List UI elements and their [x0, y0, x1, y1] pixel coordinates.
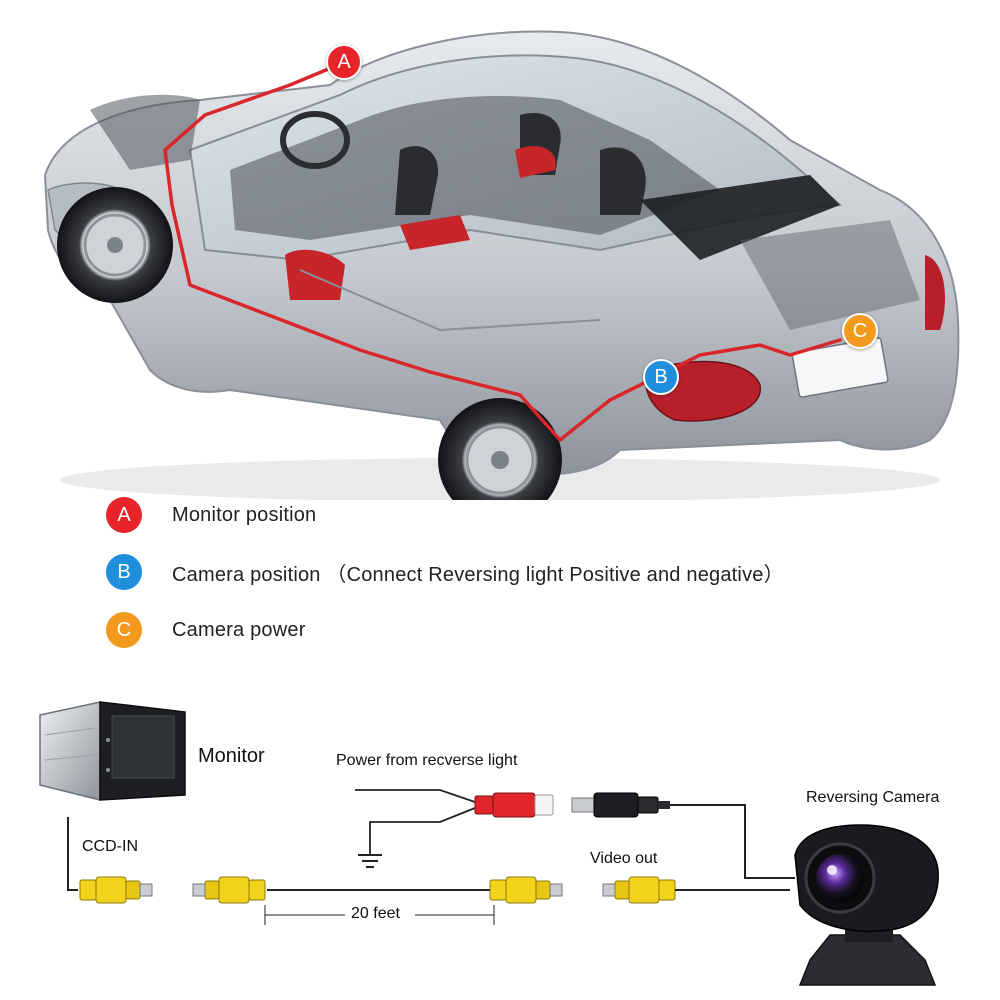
power-wire-positive: [355, 789, 476, 803]
door-line: [299, 269, 601, 332]
ccd-in-cable: [67, 817, 78, 891]
length-dimension: [264, 905, 495, 925]
car-interior: [230, 96, 720, 240]
rca-connector-camera-end: [602, 876, 676, 904]
legend-letter-a: A: [117, 503, 131, 526]
power-source-label: Power from recverse light: [336, 752, 518, 769]
legend-badge-b: B: [106, 554, 142, 590]
ccd-in-label: CCD-IN: [82, 838, 138, 855]
legend-letter-b: B: [117, 560, 131, 583]
power-connector-red: [474, 792, 554, 818]
reversing-camera-label: Reversing Camera: [806, 789, 940, 806]
legend-item-a: A Monitor position: [106, 495, 316, 535]
engine-bay: [90, 94, 200, 170]
car-seats: [285, 113, 646, 300]
rear-wheel: [438, 398, 562, 500]
license-plate: [791, 337, 889, 398]
legend-badge-a: A: [106, 497, 142, 533]
rear-window: [640, 175, 840, 260]
legend-letter-c: C: [116, 618, 132, 641]
legend-text-c: Camera power: [172, 618, 306, 641]
trunk-bay: [740, 220, 920, 330]
legend-text-b: Camera position （Connect Reversing light…: [172, 563, 784, 586]
monitor-head-unit: [39, 701, 186, 801]
legend-text-a: Monitor position: [172, 503, 317, 526]
ground-symbol: [358, 854, 382, 868]
steering-wheel: [280, 111, 350, 169]
marker-a-letter: A: [337, 50, 351, 73]
power-wire-ground: [369, 807, 476, 855]
rca-connector-cable-right: [489, 876, 563, 904]
legend-item-b: B Camera position （Connect Reversing lig…: [106, 552, 784, 592]
marker-c: C: [842, 313, 878, 349]
marker-b-letter: B: [654, 365, 668, 388]
car-illustration: [43, 30, 960, 500]
marker-a: A: [326, 44, 362, 80]
wire-route: [163, 60, 842, 442]
rca-connector-cable-left: [192, 876, 266, 904]
marker-c-letter: C: [852, 319, 868, 342]
legend-item-c: C Camera power: [106, 610, 306, 650]
video-out-label: Video out: [590, 850, 658, 867]
front-wheel: [57, 187, 173, 303]
power-connector-black: [571, 792, 670, 818]
monitor-label: Monitor: [198, 745, 265, 767]
rca-connector-monitor-end: [79, 876, 153, 904]
marker-b: B: [643, 359, 679, 395]
legend-badge-c: C: [106, 612, 142, 648]
reversing-camera: [794, 824, 939, 986]
length-label: 20 feet: [351, 905, 400, 922]
camera-power-cable: [670, 804, 795, 879]
